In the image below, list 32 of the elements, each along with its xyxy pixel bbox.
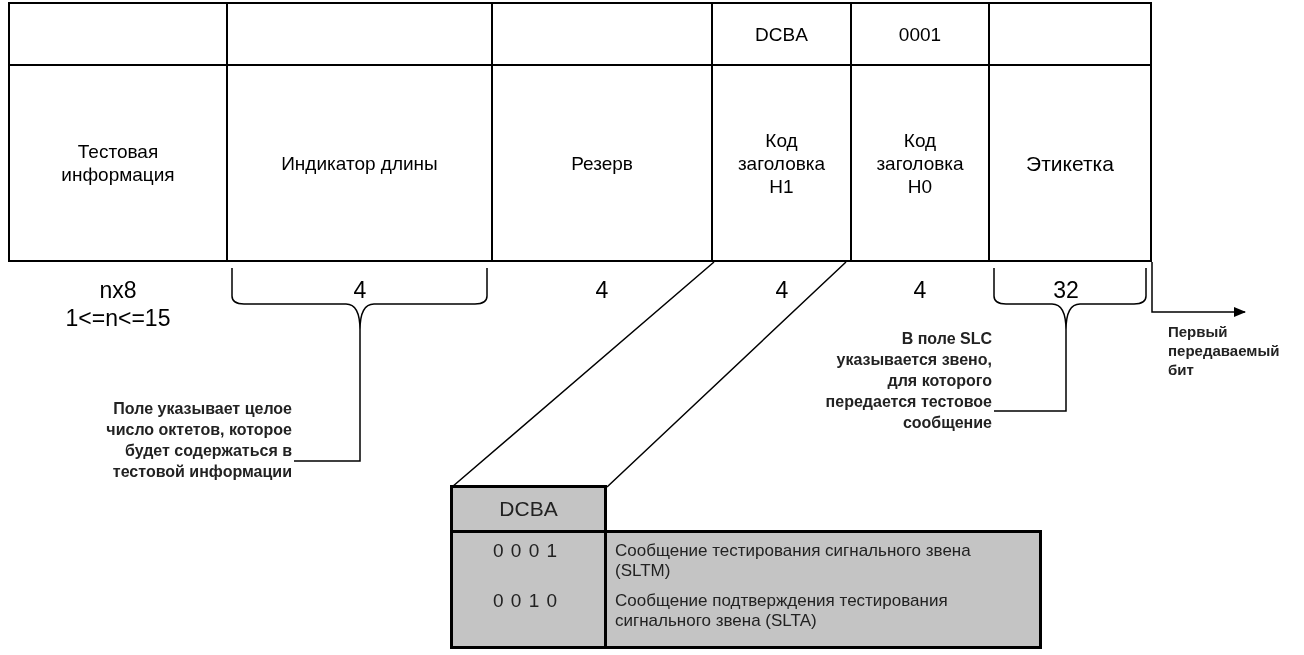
annotation-text: Поле указывает целое число октетов, которое будет содержаться в тестовой информации [80,398,292,482]
expansion-lines [451,261,847,488]
table-cell-text: Сообщение тестирования сигнального звена (SLTM) [615,541,972,581]
bit-count: 4 [912,276,928,304]
leader-line [993,329,1067,412]
field-cell [226,2,493,262]
field-name: Индикатор длины [281,151,438,175]
table-cell-text: Сообщение подтверждения тестирования сигнального звена (SLTA) [615,591,949,631]
arrow [1151,261,1246,317]
table-cell: 0 0 0 1 [493,541,559,561]
field-name: Тестовая информация [60,140,176,186]
field-name: Код заголовка H0 [875,128,965,198]
field-name: Код заголовка H1 [736,128,827,198]
table-header: DCBA [450,485,607,533]
annotation-text: В поле SLC указывается звено, для которого передается тестовое сообщение [820,328,992,433]
field-name: Этикетка [1026,151,1114,175]
field-cell [8,2,228,262]
field-value: DCBA [755,22,808,46]
field-value: 0001 [898,22,942,46]
caption-text: Первый передаваемый бит [1168,322,1288,379]
field-cell [988,2,1152,262]
field-cell [850,2,990,262]
field-cell [711,2,852,262]
field-name: Резерв [571,151,633,175]
bit-count: 4 [352,276,368,304]
bit-count: 4 [594,276,610,304]
leader-line [293,329,361,462]
bit-count: nx8 1<=n<=15 [64,276,172,332]
field-cell [491,2,713,262]
bit-count: 4 [774,276,790,304]
table-cell: 0 0 1 0 [493,591,559,611]
bit-count: 32 [1052,276,1080,304]
